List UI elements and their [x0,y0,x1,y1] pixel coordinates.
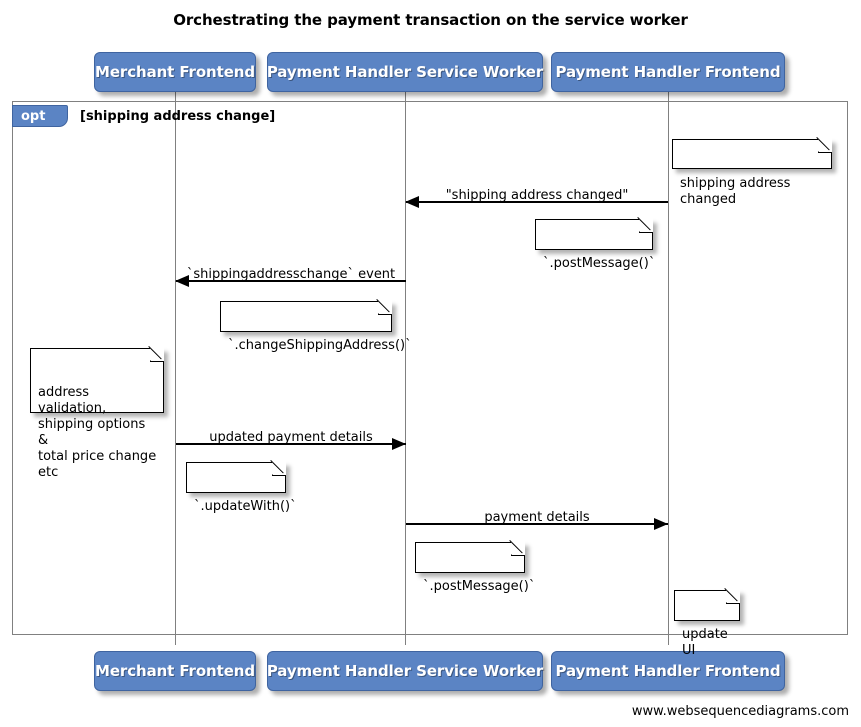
message-label-shippingaddresschange-event: `shippingaddresschange` event [186,267,396,282]
diagram-title: Orchestrating the payment transaction on… [173,11,688,29]
message-label-shipping-address-changed: "shipping address changed" [445,188,629,203]
message-line-updated-payment-details [176,443,406,445]
note-text: `.updateWith()` [194,499,297,514]
fragment-opt [12,101,848,635]
note-post-message-1: `.postMessage()` [535,218,655,271]
actor-payment-handler-service-worker-bottom[interactable]: Payment Handler Service Worker [267,651,543,691]
note-fold-icon [511,541,525,556]
message-arrowhead-shipping-address-changed [405,196,419,208]
actor-payment-handler-frontend-top[interactable]: Payment Handler Frontend [551,52,785,92]
note-text: shipping address changed [680,176,791,207]
footer-watermark: www.websequencediagrams.com [631,704,849,719]
actor-label: Payment Handler Service Worker [266,662,544,680]
note-fold-icon [639,218,653,233]
note-text: `.changeShippingAddress()` [228,338,412,353]
fragment-opt-tab: opt [12,105,68,127]
note-address-validation: address validation, shipping options & t… [30,347,164,480]
note-change-shipping-address: `.changeShippingAddress()` [220,300,412,353]
note-text: update UI [682,627,728,658]
note-update-ui: update UI [674,589,740,658]
actor-label: Payment Handler Service Worker [266,63,544,81]
lifeline-merchant-frontend [175,92,176,645]
actor-merchant-frontend-bottom[interactable]: Merchant Frontend [94,651,256,691]
note-text: `.postMessage()` [543,256,656,271]
message-label-updated-payment-details: updated payment details [209,430,373,445]
message-line-shipping-address-changed [406,201,668,203]
note-fold-icon [378,300,392,315]
message-arrowhead-updated-payment-details [392,438,406,450]
lifeline-payment-handler-service-worker [405,92,406,645]
note-fold-icon [272,461,286,476]
message-arrowhead-payment-details [654,518,668,530]
note-text: address validation, shipping options & t… [38,385,157,480]
message-label-payment-details: payment details [484,510,590,525]
note-fold-icon [818,138,832,153]
actor-payment-handler-frontend-bottom[interactable]: Payment Handler Frontend [551,651,785,691]
actor-label: Merchant Frontend [95,63,255,81]
lifeline-payment-handler-frontend [668,92,669,645]
note-fold-icon [726,589,740,604]
actor-payment-handler-service-worker-top[interactable]: Payment Handler Service Worker [267,52,543,92]
note-post-message-2: `.postMessage()` [415,541,535,594]
fragment-guard-label: [shipping address change] [80,109,276,124]
note-shipping-address-changed: shipping address changed [672,138,832,207]
actor-label: Payment Handler Frontend [555,662,781,680]
actor-label: Merchant Frontend [95,662,255,680]
note-update-with: `.updateWith()` [186,461,297,514]
actor-label: Payment Handler Frontend [555,63,781,81]
note-fold-icon [150,347,164,362]
fragment-kind-label: opt [21,108,46,124]
message-arrowhead-shippingaddresschange-event [175,275,189,287]
message-line-shippingaddresschange-event [176,280,406,282]
message-line-payment-details [406,523,668,525]
actor-merchant-frontend-top[interactable]: Merchant Frontend [94,52,256,92]
note-text: `.postMessage()` [423,579,536,594]
